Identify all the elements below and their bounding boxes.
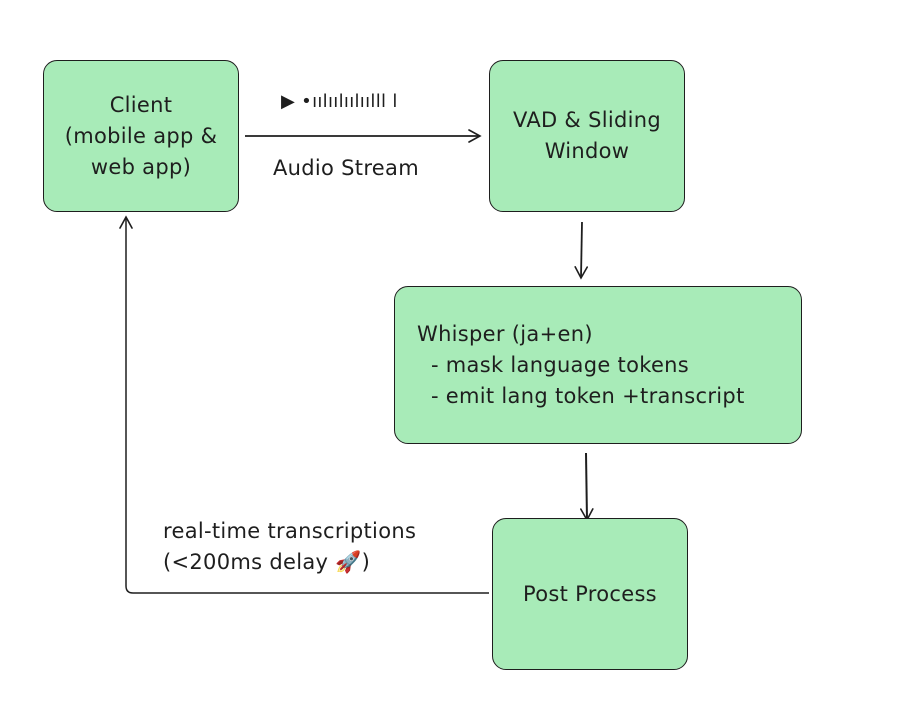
client-line-3: web app) bbox=[90, 154, 192, 179]
vad-node: VAD & Sliding Window bbox=[489, 60, 685, 212]
whisper-line-2: - mask language tokens bbox=[417, 352, 690, 377]
client-node: Client (mobile app & web app) bbox=[43, 60, 239, 212]
client-line-2: (mobile app & bbox=[64, 123, 218, 148]
whisper-line-3: - emit lang token +transcript bbox=[417, 383, 745, 408]
arrow-vad-to-whisper bbox=[574, 221, 588, 280]
arrow-post-to-client bbox=[119, 215, 489, 594]
post-process-label: Post Process bbox=[523, 581, 657, 606]
audio-stream-label: Audio Stream bbox=[273, 156, 419, 180]
vad-line-2: Window bbox=[544, 139, 630, 163]
client-line-1: Client bbox=[109, 92, 173, 117]
feedback-label-line-1: real-time transcriptions bbox=[163, 519, 417, 543]
waveform-icon: ▶ •ıılıılıılıılll l bbox=[281, 91, 398, 112]
whisper-line-1: Whisper (ja+en) bbox=[417, 321, 593, 346]
whisper-node: Whisper (ja+en) - mask language tokens -… bbox=[394, 286, 802, 444]
feedback-label-line-2: (<200ms delay 🚀) bbox=[163, 550, 371, 574]
arrow-whisper-to-post bbox=[580, 452, 594, 522]
vad-line-1: VAD & Sliding bbox=[513, 108, 661, 132]
post-process-node: Post Process bbox=[492, 518, 688, 670]
